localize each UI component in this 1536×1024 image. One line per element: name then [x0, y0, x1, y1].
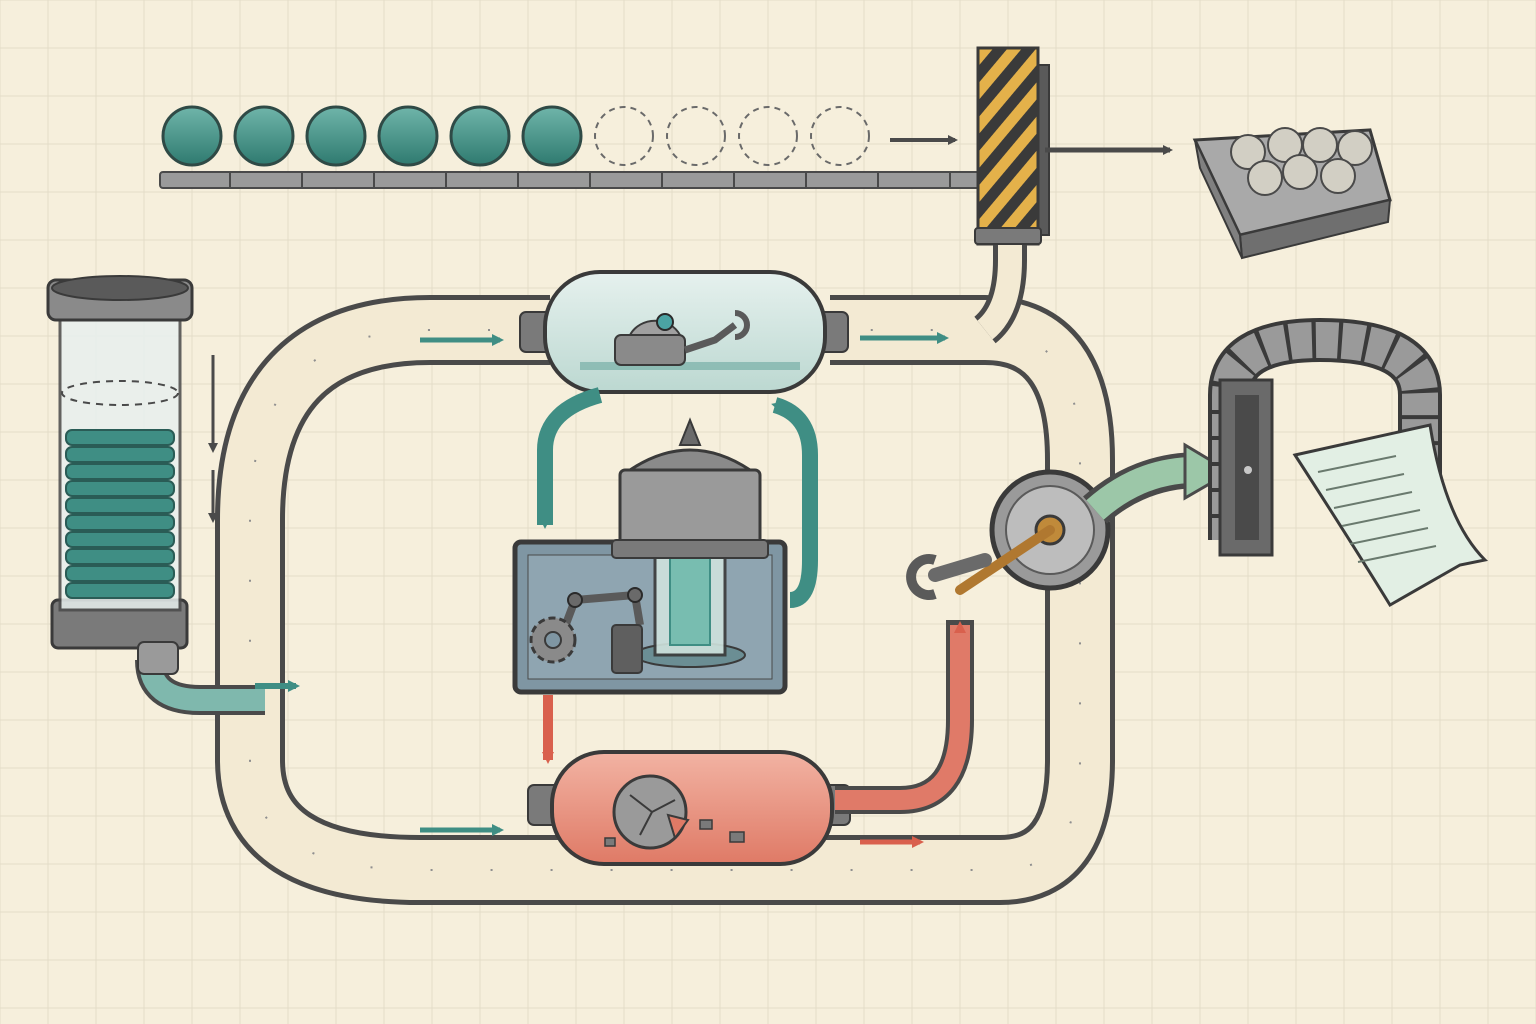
bin-ball	[1247, 160, 1283, 196]
stacked-disc	[65, 514, 175, 531]
conveyor-rail	[159, 171, 981, 189]
stacked-disc	[65, 548, 175, 565]
document-line	[1357, 545, 1437, 563]
document-icon	[1292, 423, 1489, 608]
queue-token-icon	[233, 105, 295, 167]
bin-ball	[1337, 130, 1373, 166]
piston-icon	[611, 624, 643, 674]
stacked-disc	[65, 497, 175, 514]
stacked-disc	[65, 582, 175, 599]
token-queue	[159, 105, 981, 189]
stacked-disc	[65, 446, 175, 463]
stacked-disc	[65, 565, 175, 582]
robot-icon	[614, 310, 750, 366]
valve-to-archway-arrow-fill	[1086, 457, 1196, 520]
bin-ball	[1302, 127, 1338, 163]
robot-arm-icon	[556, 587, 644, 642]
empty-slot-icon	[810, 106, 870, 166]
gear-icon	[529, 616, 577, 664]
chamber-to-reactor-arrow	[537, 387, 603, 529]
track-loop	[215, 245, 1115, 905]
stacked-disc	[65, 463, 175, 480]
hazard-gate-icon	[974, 46, 1050, 246]
bin-ball	[1230, 134, 1266, 170]
stacked-disc	[65, 531, 175, 548]
empty-slot-icon	[594, 106, 654, 166]
queue-token-icon	[521, 105, 583, 167]
breaker-to-valve-arrow-fill	[835, 621, 970, 810]
valve-to-archway-arrowhead	[1183, 442, 1233, 501]
queue-tokens	[161, 105, 870, 167]
document-line	[1333, 491, 1413, 509]
conveyor-rail-joints	[229, 172, 951, 188]
empty-slot-icon	[666, 106, 726, 166]
valve-wheel-icon	[955, 469, 1111, 595]
robot-chamber-icon	[519, 270, 849, 394]
document-line	[1349, 527, 1429, 545]
broken-sphere-icon	[604, 774, 745, 850]
reactor-tower-icon	[512, 417, 788, 695]
ball-bin-icon	[1192, 127, 1392, 260]
document-line	[1325, 473, 1405, 491]
empty-slot-icon	[738, 106, 798, 166]
bin-ball	[1282, 154, 1318, 190]
document-line	[1317, 455, 1397, 473]
queue-token-icon	[305, 105, 367, 167]
storage-tank-icon	[46, 275, 265, 715]
bin-balls	[1230, 127, 1373, 196]
crank-handle	[955, 525, 1055, 595]
queue-token-icon	[161, 105, 223, 167]
document-line	[1341, 509, 1421, 527]
bin-ball	[1320, 158, 1356, 194]
reactor-to-chamber-arrow	[771, 397, 818, 608]
breaker-chamber-icon	[527, 750, 851, 866]
document-lines	[1317, 455, 1437, 563]
queue-token-icon	[377, 105, 439, 167]
wrench-arm-icon	[906, 553, 992, 600]
stone-archway-icon	[1208, 317, 1442, 557]
stacked-disc	[65, 480, 175, 497]
queue-token-icon	[449, 105, 511, 167]
stacked-discs	[65, 429, 175, 599]
stacked-disc	[65, 429, 175, 446]
